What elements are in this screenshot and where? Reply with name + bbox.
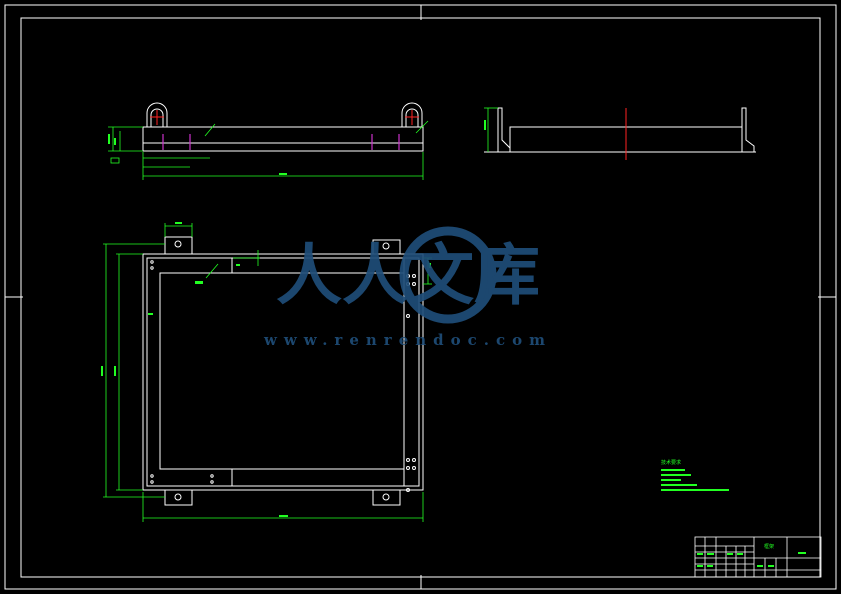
front-view <box>108 102 429 180</box>
title-block-fills <box>697 553 774 567</box>
watermark: 人人文库 www.renrendoc.com <box>263 226 552 349</box>
plan-view-dim-labels <box>101 222 431 517</box>
notes-heading: 技术要求 <box>661 459 681 466</box>
drawing-number <box>798 552 806 554</box>
center-marks <box>5 5 836 589</box>
title-block <box>694 536 822 578</box>
drawing-name: 框架 <box>764 543 774 550</box>
watermark-ring-icon <box>399 226 497 324</box>
front-view-dim-labels <box>108 134 287 175</box>
watermark-brand: 人人文库 <box>276 236 540 314</box>
watermark-url: www.renrendoc.com <box>263 331 552 349</box>
plan-view <box>101 222 432 522</box>
technical-notes: 技术要求 <box>661 459 729 491</box>
side-view <box>484 107 756 160</box>
